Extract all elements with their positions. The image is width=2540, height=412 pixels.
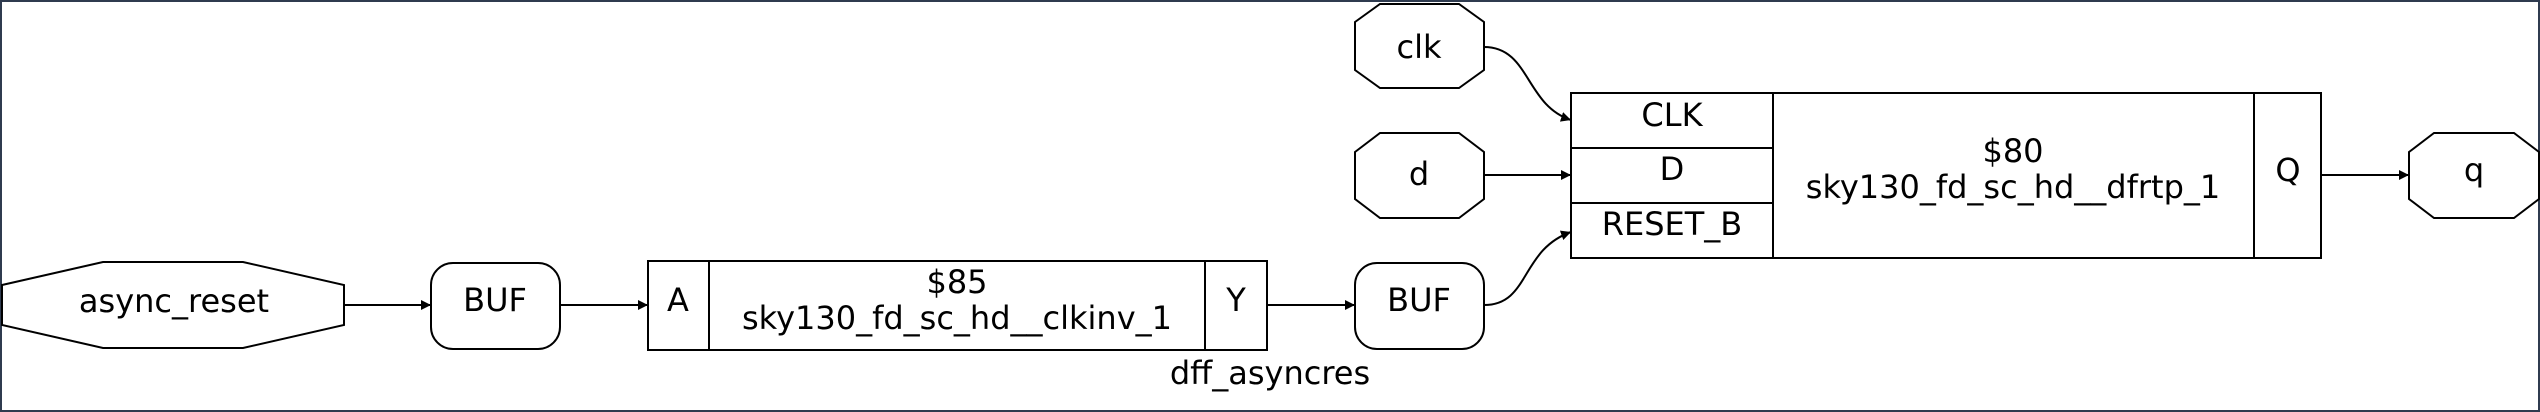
inv-pin-a: A <box>667 281 689 319</box>
port-d: d <box>1354 132 1485 219</box>
buf-inv-out-label: BUF <box>1387 281 1451 319</box>
wire-buf-to-reset-pin <box>1483 230 1572 306</box>
inv-pin-y: Y <box>1225 281 1246 319</box>
port-clk: clk <box>1354 3 1485 89</box>
dff-pin-reset: RESET_B <box>1602 205 1742 243</box>
port-async-reset-label: async_reset <box>79 282 269 320</box>
dff-pin-clk: CLK <box>1641 96 1703 134</box>
cell-dff: CLK D RESET_B $80 sky130_fd_sc_hd__dfrtp… <box>1570 92 2322 259</box>
dff-pin-d: D <box>1660 150 1685 188</box>
port-async-reset: async_reset <box>1 261 345 349</box>
dff-pin-q: Q <box>2275 151 2300 189</box>
port-clk-label: clk <box>1396 28 1441 66</box>
port-d-label: d <box>1409 155 1429 193</box>
inv-cell-type: sky130_fd_sc_hd__clkinv_1 <box>742 299 1172 337</box>
dff-cell-type: sky130_fd_sc_hd__dfrtp_1 <box>1806 168 2220 206</box>
port-q: q <box>2408 132 2540 219</box>
dff-cell-id: $80 <box>1982 132 2043 170</box>
buf-reset: BUF <box>430 262 561 350</box>
buf-inv-out: BUF <box>1354 262 1485 350</box>
inv-cell-id: $85 <box>926 263 987 301</box>
cell-inverter: A $85 sky130_fd_sc_hd__clkinv_1 Y <box>647 260 1268 351</box>
wire-clk-to-dff <box>1483 46 1572 122</box>
port-q-label: q <box>2464 151 2484 189</box>
wires <box>344 46 2409 310</box>
module-name-label: dff_asyncres <box>1170 354 1370 392</box>
buf-reset-label: BUF <box>463 281 527 319</box>
